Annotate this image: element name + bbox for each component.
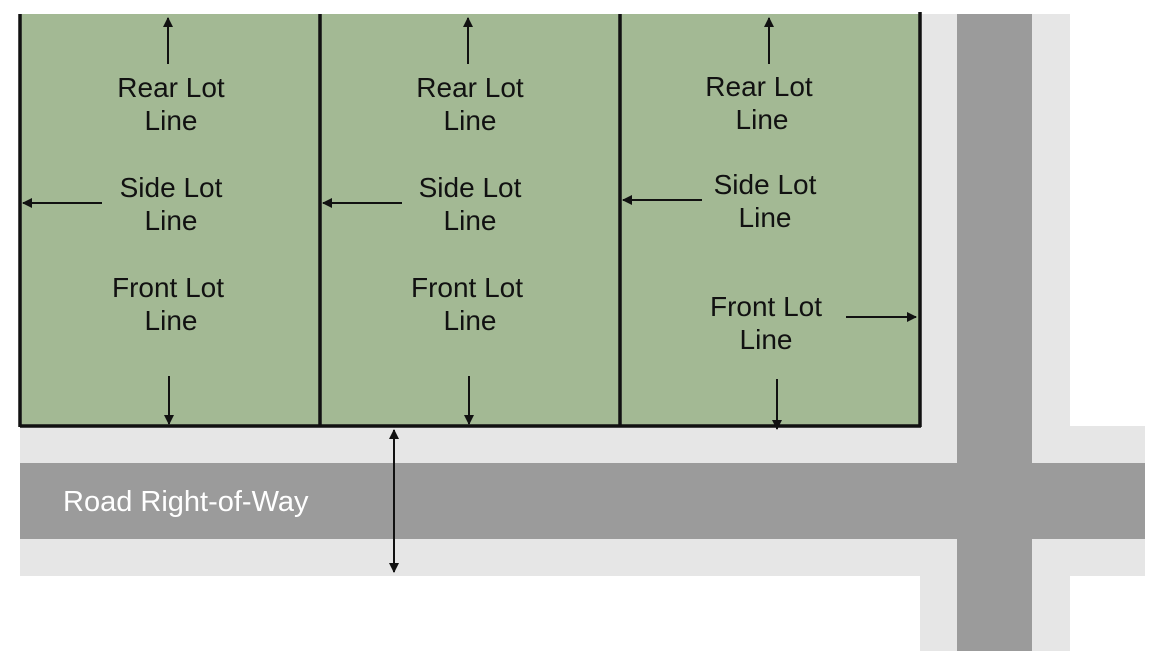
lot-3-rear-label-line2: Line <box>736 104 789 135</box>
lot-1-side-label-line2: Line <box>145 205 198 236</box>
lot-1-rear-label-line1: Rear Lot <box>117 72 225 103</box>
lot-2 <box>320 14 620 426</box>
vertical-road <box>957 14 1032 651</box>
lot-1 <box>20 14 320 426</box>
lot-3-front-label-line1: Front Lot <box>710 291 822 322</box>
lot-3 <box>620 14 920 426</box>
lot-1-labels: Rear Lot Line Side Lot Line Front Lot Li… <box>112 72 225 336</box>
lot-1-front-label-line2: Line <box>145 305 198 336</box>
lot-3-rear-label-line1: Rear Lot <box>705 71 813 102</box>
lot-2-labels: Rear Lot Line Side Lot Line Front Lot Li… <box>411 72 524 336</box>
road-right-of-way-label: Road Right-of-Way <box>63 486 309 518</box>
lot-1-side-label-line1: Side Lot <box>120 172 223 203</box>
lot-3-side-label-line1: Side Lot <box>714 169 817 200</box>
road-right-of-way <box>20 14 1145 651</box>
lot-boundaries <box>18 12 922 428</box>
horizontal-road <box>20 463 1145 539</box>
lot-2-side-label-line2: Line <box>444 205 497 236</box>
lot-2-front-label-line2: Line <box>444 305 497 336</box>
lot-3-labels: Rear Lot Line Side Lot Line Front Lot Li… <box>705 71 822 355</box>
lot-1-front-label-line1: Front Lot <box>112 272 224 303</box>
lot-2-side-label-line1: Side Lot <box>419 172 522 203</box>
lot-2-rear-label-line1: Rear Lot <box>416 72 524 103</box>
arrows <box>22 17 917 573</box>
lots-group <box>20 14 920 426</box>
lot-3-side-label-line2: Line <box>739 202 792 233</box>
lot-2-rear-label-line2: Line <box>444 105 497 136</box>
lot-3-front-label-line2: Line <box>740 324 793 355</box>
lot-2-front-label-line1: Front Lot <box>411 272 523 303</box>
lot-1-rear-label-line2: Line <box>145 105 198 136</box>
